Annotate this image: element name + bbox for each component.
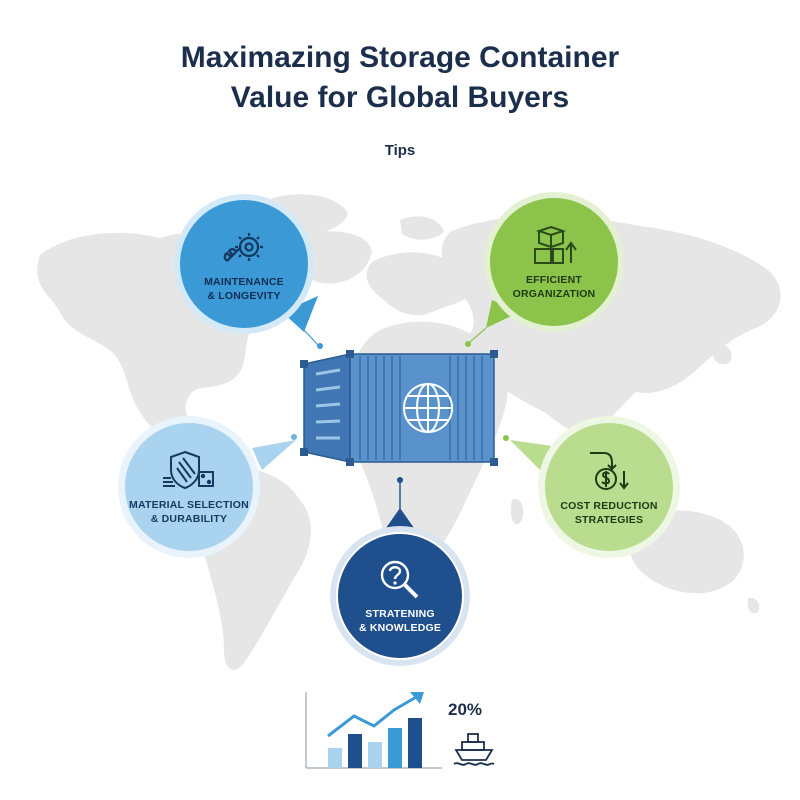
tip-cost-reduction: COST REDUCTION STRATEGIES bbox=[538, 416, 680, 558]
tip-knowledge-disc: STRATENING & KNOWLEDGE bbox=[336, 532, 464, 660]
tip-material-durability: MATERIAL SELECTION & DURABILITY bbox=[118, 416, 260, 558]
material-callout-tail bbox=[252, 440, 296, 470]
growth-bar-chart-icon bbox=[305, 692, 442, 769]
boxes-arrow-icon bbox=[534, 225, 577, 264]
maintenance-connector bbox=[303, 329, 319, 346]
tip-maintenance-longevity: MAINTENANCE & LONGEVITY bbox=[174, 194, 314, 334]
ship-icon bbox=[453, 733, 495, 766]
page-subtitle: Tips bbox=[384, 142, 416, 159]
title-line-1: Maximazing Storage Container bbox=[180, 41, 620, 74]
tip-knowledge-label: STRATENING & KNOWLEDGE bbox=[358, 608, 442, 634]
magnifier-question-icon bbox=[380, 560, 419, 599]
shipping-container-globe-icon bbox=[300, 350, 498, 466]
tip-cost-label: COST REDUCTION STRATEGIES bbox=[560, 500, 658, 526]
material-connector-dot bbox=[291, 434, 297, 440]
tip-knowledge: STRATENING & KNOWLEDGE bbox=[330, 526, 470, 666]
tip-material-disc: MATERIAL SELECTION & DURABILITY bbox=[125, 423, 253, 551]
organization-callout-tail bbox=[486, 300, 520, 328]
knowledge-callout-tail bbox=[386, 508, 414, 528]
dollar-down-icon bbox=[590, 452, 629, 490]
growth-percent: 20% bbox=[448, 700, 483, 719]
maintenance-connector-dot bbox=[317, 343, 323, 349]
cost-connector-dot bbox=[503, 435, 509, 441]
tip-organization-disc: EFFICIENT ORGANIZATION bbox=[490, 198, 618, 326]
title-line-2: Value for Global Buyers bbox=[230, 81, 570, 114]
tip-maintenance-label: MAINTENANCE & LONGEVITY bbox=[204, 276, 284, 302]
tip-maintenance-disc: MAINTENANCE & LONGEVITY bbox=[180, 200, 308, 328]
tip-organization-label: EFFICIENT ORGANIZATION bbox=[512, 274, 596, 300]
tip-cost-disc: COST REDUCTION STRATEGIES bbox=[545, 423, 673, 551]
tip-material-label: MATERIAL SELECTION & DURABILITY bbox=[129, 499, 249, 525]
page-title: Maximazing Storage Container Value for G… bbox=[0, 38, 800, 118]
knowledge-connector-dot bbox=[397, 477, 403, 483]
gear-wrench-icon bbox=[223, 233, 263, 262]
tip-efficient-organization: EFFICIENT ORGANIZATION bbox=[484, 192, 624, 332]
maintenance-callout-tail bbox=[282, 296, 318, 332]
organization-connector bbox=[469, 327, 487, 343]
organization-connector-dot bbox=[465, 341, 471, 347]
shield-material-icon bbox=[163, 450, 214, 490]
